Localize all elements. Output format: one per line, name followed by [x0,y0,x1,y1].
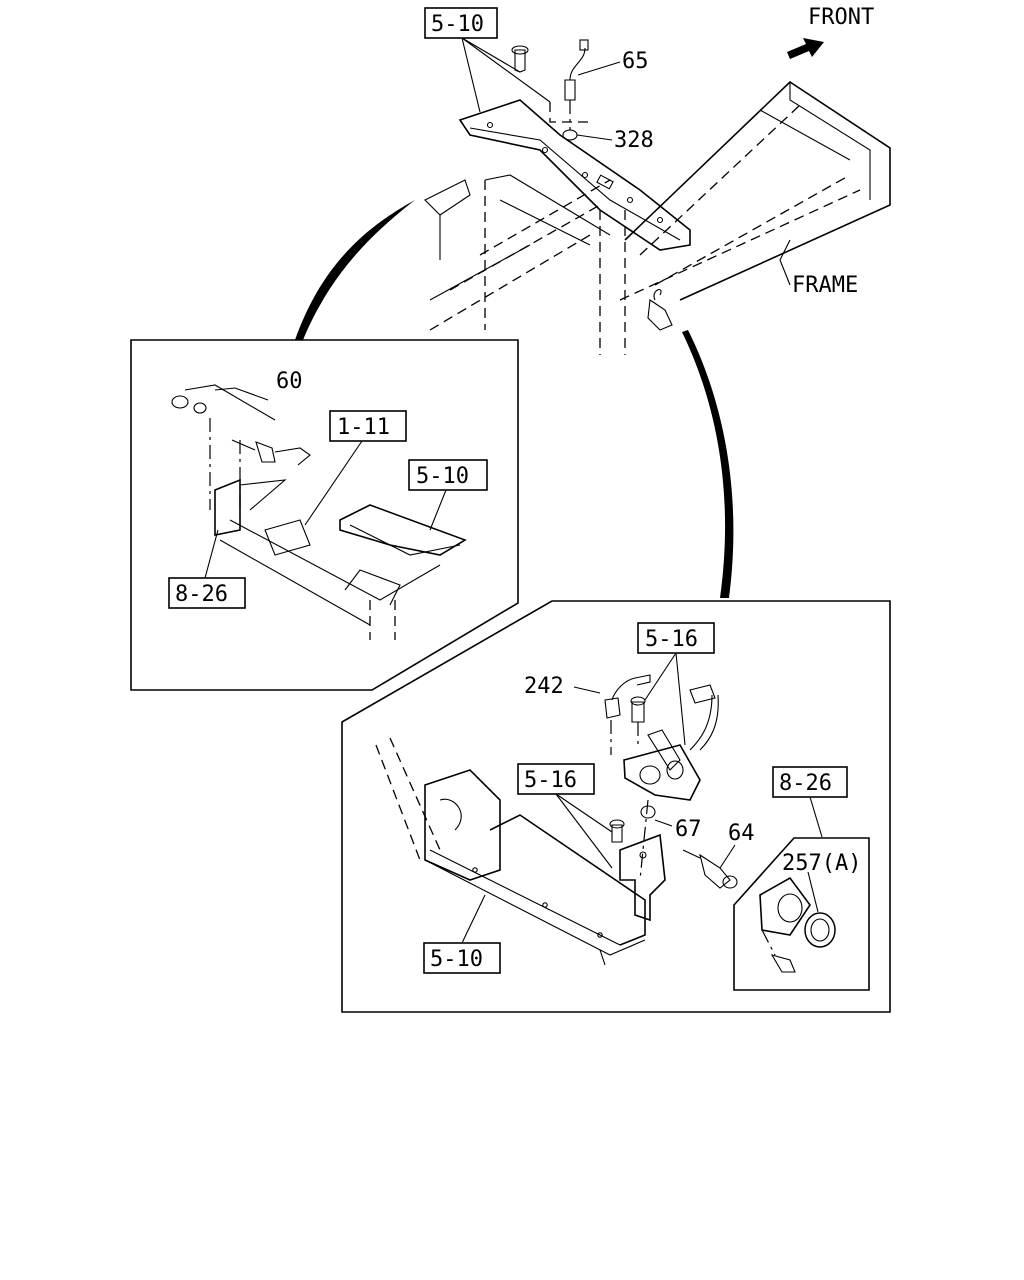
ref-5-16-top: 5-16 [645,627,698,652]
ref-5-16-mid: 5-16 [524,768,577,793]
ref-5-10-bottom: 5-10 [430,947,483,972]
detail-arc-left [295,200,415,340]
ref-8-26-left: 8-26 [175,582,228,607]
detail-arc-right [682,330,734,598]
callout-64: 64 [728,821,755,846]
ref-5-10-top: 5-10 [431,12,484,37]
callout-67: 67 [675,817,702,842]
callout-60: 60 [276,369,303,394]
detail-257a-panel [733,837,870,991]
ref-5-10-left: 5-10 [416,464,469,489]
front-label: FRONT [808,5,874,30]
left-detail-panel [130,339,519,691]
callout-242: 242 [524,674,564,699]
callout-65: 65 [622,49,649,74]
right-detail-panel [341,600,891,1013]
main-frame-illustration [424,39,891,355]
callout-328: 328 [614,128,654,153]
ref-1-11: 1-11 [337,415,390,440]
ref-8-26-right: 8-26 [779,771,832,796]
frame-label: FRAME [792,273,858,298]
callout-257a: 257(A) [782,851,861,876]
front-arrow-icon [787,38,824,59]
